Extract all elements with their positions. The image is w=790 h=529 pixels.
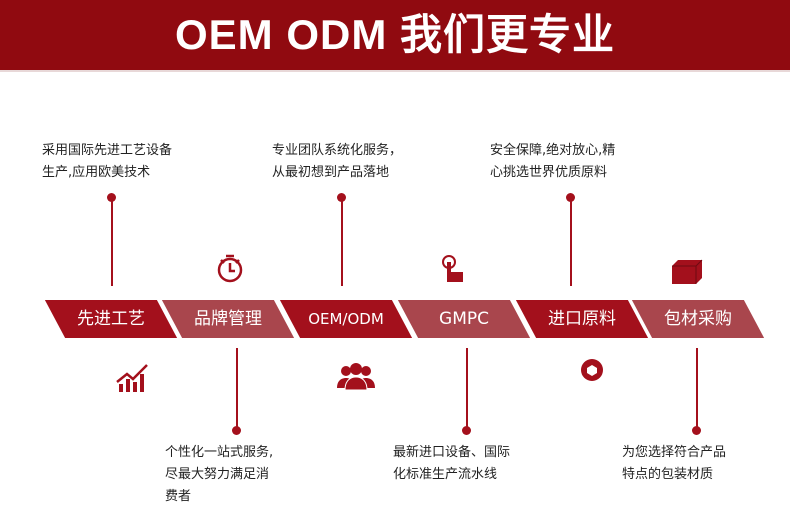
step-banner-advanced-process: 先进工艺 — [44, 300, 178, 338]
step-5-description: 安全保障,绝对放心,精心挑选世界优质原料 — [490, 143, 616, 180]
connector-line — [236, 348, 238, 428]
connector-dot — [107, 193, 116, 202]
page-title: OEM ODM 我们更专业 — [175, 11, 615, 58]
box-badge-icon — [581, 359, 603, 381]
hand-pointer-icon — [442, 255, 463, 282]
connector-dot — [462, 426, 471, 435]
package-icon — [672, 259, 703, 284]
connector-line — [696, 348, 698, 428]
step-banner-packaging: 包材采购 — [631, 300, 765, 338]
step-4-description: 最新进口设备、国际化标准生产流水线 — [393, 445, 511, 482]
step-6-description: 为您选择符合产品特点的包装材质 — [622, 445, 727, 482]
step-1-description: 采用国际先进工艺设备生产,应用欧美技术 — [42, 143, 173, 180]
step-3-description: 专业团队系统化服务，从最初想到产品落地 — [272, 143, 403, 180]
stopwatch-icon — [217, 254, 243, 283]
connector-line — [466, 348, 468, 428]
step-banner-brand-management: 品牌管理 — [161, 300, 295, 338]
step-banner-gmpc: GMPC — [397, 300, 531, 338]
connector-dot — [692, 426, 701, 435]
team-icon — [337, 363, 375, 390]
connector-line — [341, 198, 343, 286]
header-banner: OEM ODM 我们更专业 — [0, 0, 790, 72]
connector-line — [570, 198, 572, 286]
step-banner-imported-materials: 进口原料 — [515, 300, 649, 338]
chart-growth-icon — [116, 364, 148, 392]
connector-dot — [337, 193, 346, 202]
connector-dot — [232, 426, 241, 435]
step-banner-oem-odm: OEM/ODM — [279, 300, 413, 338]
connector-line — [111, 198, 113, 286]
connector-dot — [566, 193, 575, 202]
step-2-description: 个性化一站式服务,尽最大努力满足消费者 — [165, 445, 274, 504]
